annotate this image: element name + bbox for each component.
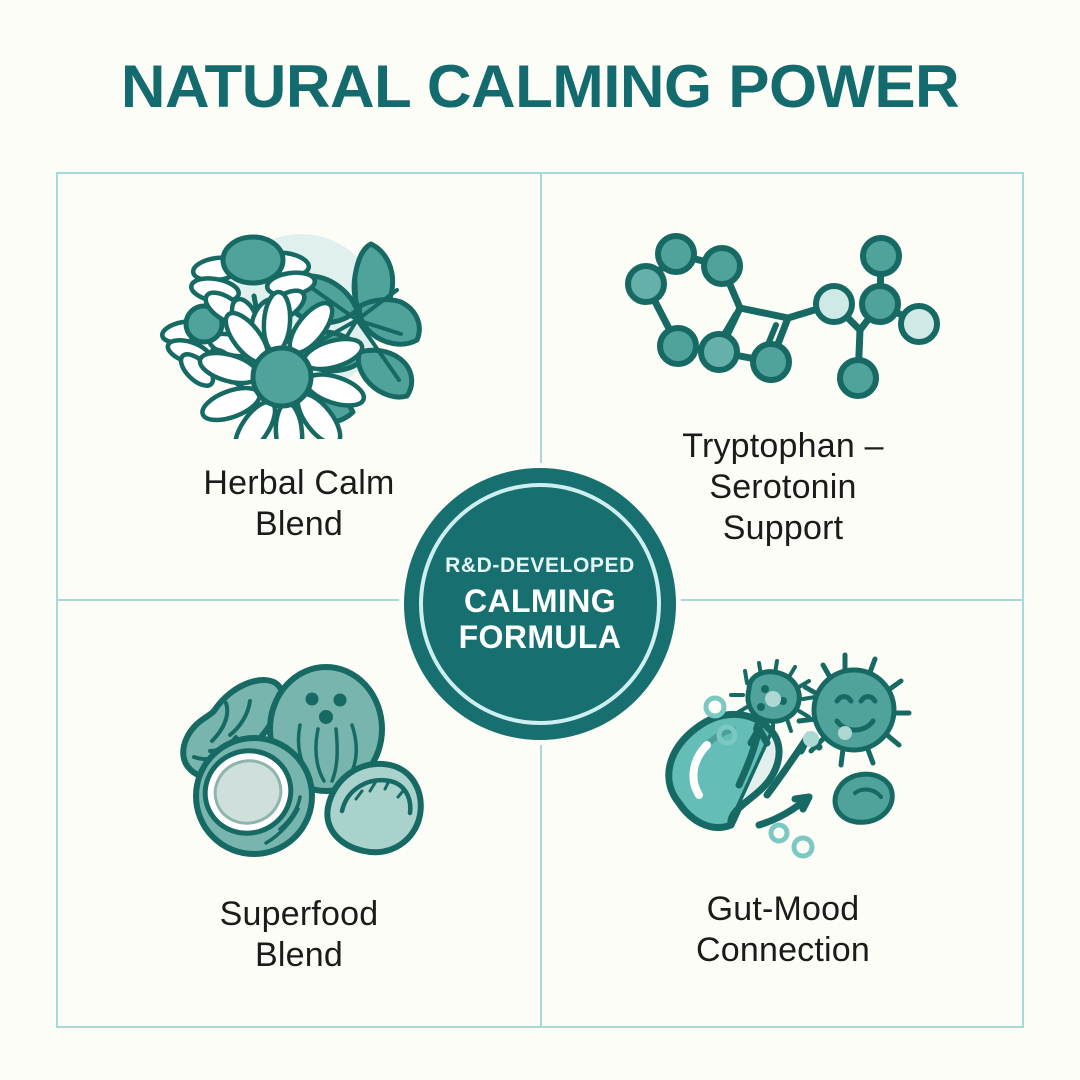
chamomile-flowers-icon [160,234,422,439]
label-line: Superfood [219,895,379,933]
capsule-probiotics-icon [665,652,912,859]
label-line: Gut-Mood [706,890,860,928]
badge-title-line-1: CALMING [463,582,617,619]
label-line: Herbal Calm [203,464,395,502]
label-line: Connection [695,931,870,969]
page-title: NATURAL CALMING POWER [120,53,960,120]
label-line: Blend [255,936,343,974]
label-line: Blend [255,505,343,543]
label-line: Tryptophan – [682,427,884,465]
molecule-icon [625,233,940,399]
superfood-icon [180,664,424,857]
label-line: Support [722,509,844,547]
badge-eyebrow-text: R&D-DEVELOPED [445,553,635,577]
badge-title-line-2: FORMULA [458,618,622,655]
center-badge[interactable]: R&D-DEVELOPED CALMING FORMULA [404,468,676,740]
label-line: Serotonin [709,468,857,506]
